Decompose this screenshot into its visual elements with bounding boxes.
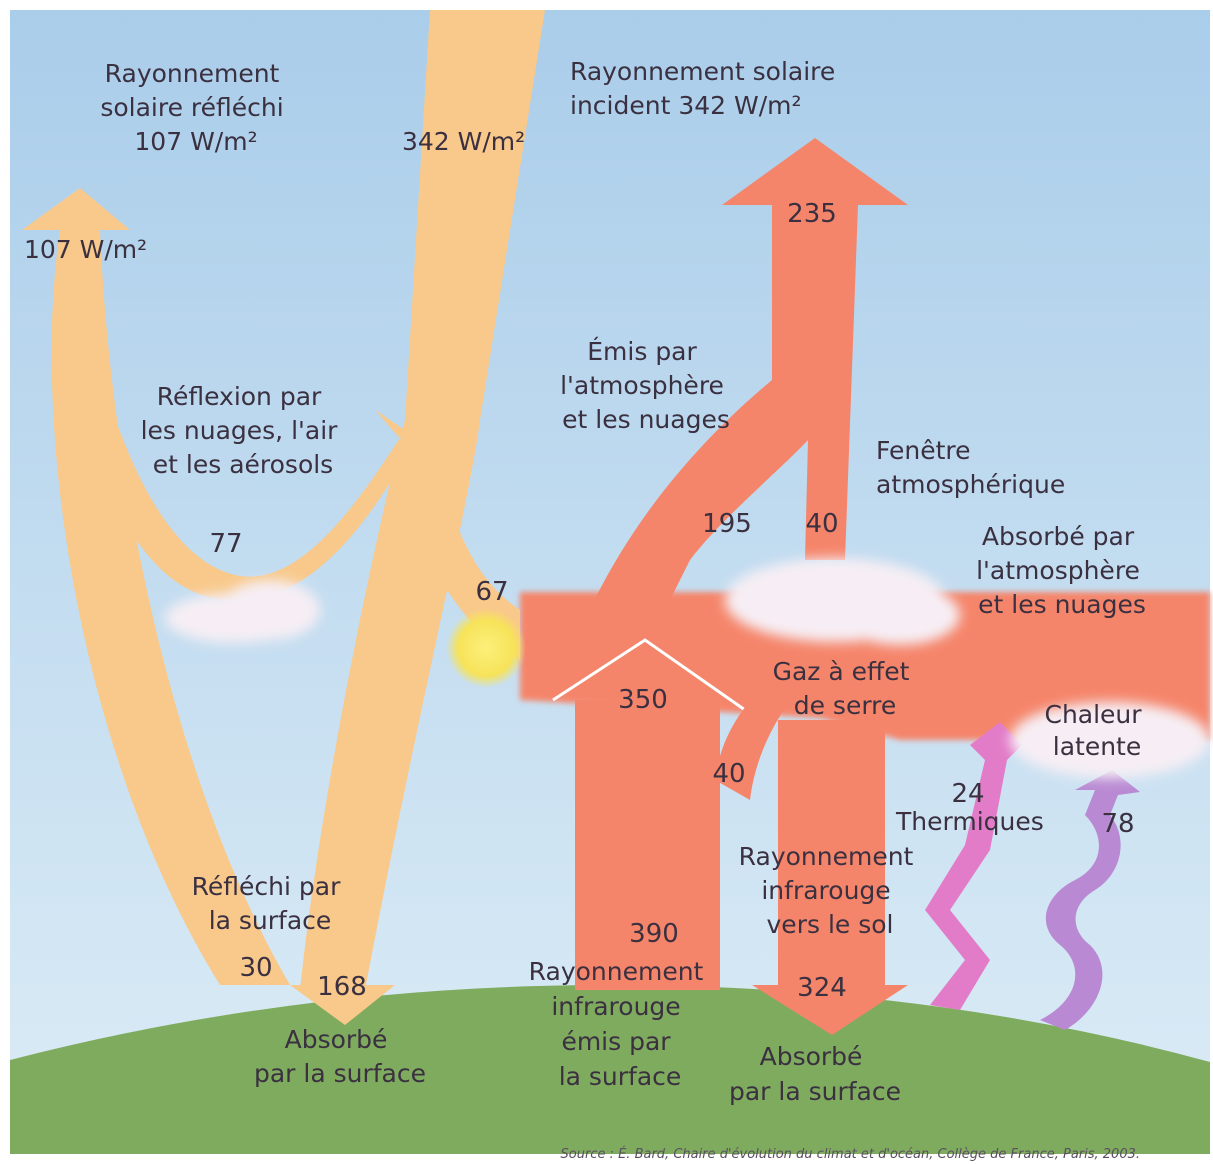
value-30: 30 <box>239 953 272 983</box>
source-caption: Source : É. Bard, Chaire d'évolution du … <box>561 1146 1140 1162</box>
sun-icon <box>446 608 526 688</box>
value-40-branch: 40 <box>712 759 745 789</box>
absorbed-atmosphere-label: Absorbé par l'atmosphère et les nuages <box>976 522 1148 619</box>
thermals-label: Thermiques <box>895 807 1044 836</box>
incident-value: 342 W/m² <box>402 127 525 156</box>
value-67: 67 <box>475 577 508 607</box>
value-40-window: 40 <box>805 509 838 539</box>
value-24: 24 <box>951 779 984 809</box>
value-77: 77 <box>209 529 242 559</box>
value-168: 168 <box>317 972 367 1002</box>
cloud-reflection-label: Réflexion par les nuages, l'air et les a… <box>141 382 346 479</box>
value-350: 350 <box>618 685 668 715</box>
value-195: 195 <box>702 509 752 539</box>
reflected-value: 107 W/m² <box>24 235 147 264</box>
value-324: 324 <box>797 973 847 1003</box>
value-78: 78 <box>1101 809 1134 839</box>
value-390: 390 <box>629 919 679 949</box>
value-235: 235 <box>787 199 837 229</box>
